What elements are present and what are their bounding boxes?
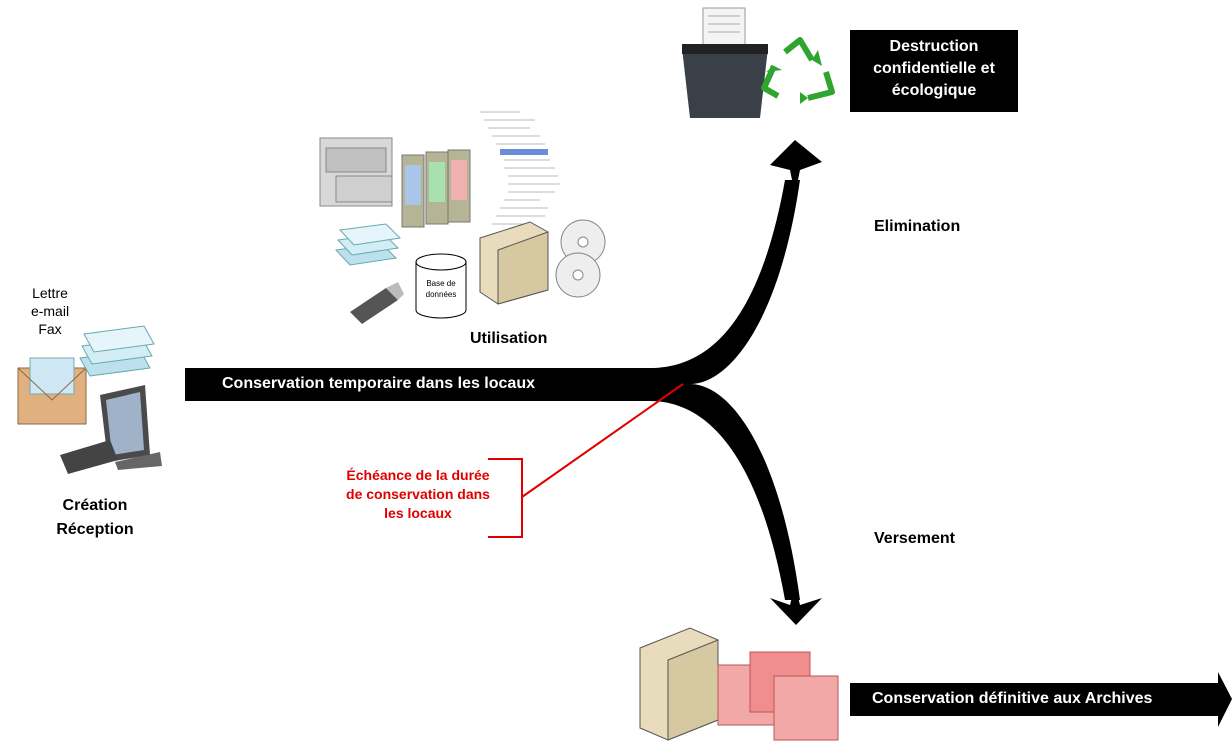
- elimination-label: Elimination: [874, 218, 961, 235]
- utilisation-label: Utilisation: [470, 330, 548, 347]
- branch-curves: [650, 180, 800, 600]
- database-label-line2: données: [425, 290, 457, 299]
- deadline-line3: les locaux: [384, 505, 452, 521]
- shredder-icon: [682, 7, 768, 118]
- database-icon: [415, 253, 467, 319]
- elimination-arrowhead: [770, 140, 822, 195]
- creation-inputs: Lettre e-mail Fax: [20, 284, 80, 338]
- definitive-bar-text: Conservation définitive aux Archives: [872, 690, 1153, 707]
- destruction-line3: écologique: [891, 82, 977, 99]
- definitive-arrowhead: [1218, 672, 1232, 727]
- server-icon: [479, 221, 549, 305]
- deadline-label: Échéance de la durée de conservation dan…: [318, 466, 518, 523]
- deadline-leader-line: [521, 383, 684, 498]
- computer-icon: [60, 385, 162, 474]
- destruction-line1: Destruction: [889, 38, 979, 55]
- input-fax: Fax: [38, 321, 62, 337]
- usb-key-icon: [350, 282, 404, 324]
- destruction-label: Destruction confidentielle et écologique: [850, 36, 1018, 102]
- creation-label: Création Réception: [40, 494, 150, 542]
- envelope-icon: [17, 357, 87, 425]
- binders-icon: [401, 149, 471, 228]
- versement-label: Versement: [874, 530, 955, 547]
- archive-server-icon: [639, 627, 719, 741]
- file-tree-icon: [480, 111, 560, 225]
- temporary-conservation-bar: [185, 368, 655, 401]
- deadline-line1: Échéance de la durée: [346, 467, 490, 483]
- recycle-icon: [761, 37, 835, 104]
- definitive-conservation-bar: [850, 683, 1220, 716]
- deadline-bracket: [488, 458, 523, 538]
- destruction-line2: confidentielle et: [873, 60, 995, 77]
- input-lettre: Lettre: [32, 285, 68, 301]
- filing-cabinet-icon: [319, 137, 393, 207]
- papers-icon: [79, 325, 155, 377]
- database-label: Base de données: [418, 278, 464, 300]
- archive-boxes-icon: [717, 651, 839, 741]
- creation-label-line2: Réception: [56, 521, 134, 538]
- versement-arrowhead: [770, 585, 822, 625]
- cd-icon: [555, 219, 606, 298]
- destruction-box: [850, 30, 1018, 112]
- creation-label-line1: Création: [62, 497, 128, 514]
- temporary-bar-text: Conservation temporaire dans les locaux: [222, 375, 535, 392]
- documents-stack-icon: [334, 223, 402, 266]
- deadline-line2: de conservation dans: [346, 486, 490, 502]
- database-label-line1: Base de: [426, 279, 456, 288]
- input-email: e-mail: [30, 303, 70, 319]
